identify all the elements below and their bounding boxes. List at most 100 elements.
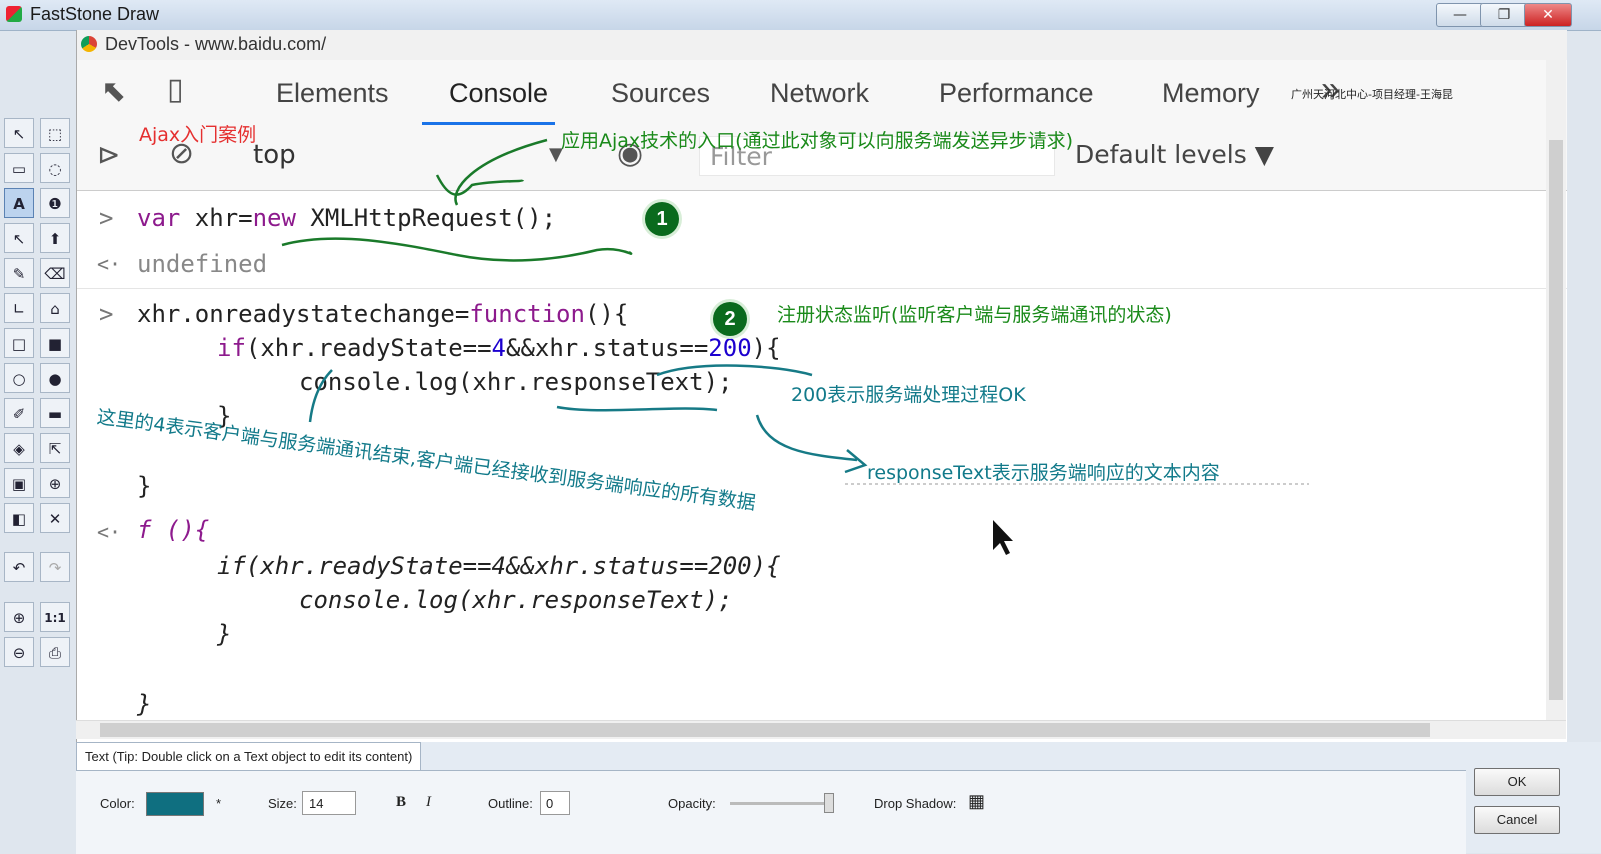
devtools-window-title: DevTools - www.baidu.com/ (105, 34, 327, 54)
device-toolbar-icon[interactable]: ▯ (167, 72, 184, 107)
filled-ellipse-icon[interactable]: ● (40, 363, 70, 393)
console-line-12: } (137, 690, 152, 718)
drop-shadow-label: Drop Shadow: (874, 796, 957, 811)
horizontal-scrollbar[interactable] (76, 720, 1566, 739)
annotation-xhr-entry[interactable]: 应用Ajax技术的入口(通过此对象可以向服务端发送异步请求) (561, 130, 1073, 152)
console-separator (77, 288, 1567, 289)
line-icon[interactable]: ∟ (4, 293, 34, 323)
console-filterbar: ⊳ ⊘ top ▼ ◉ Filter Default levels ▼ (77, 126, 1567, 191)
italic-button[interactable]: I (426, 794, 431, 810)
number-stamp-icon[interactable]: ❶ (40, 188, 70, 218)
delete-icon[interactable]: ✕ (40, 503, 70, 533)
thick-arrow-icon[interactable]: ⬆ (40, 223, 70, 253)
console-line-8: f (){ (137, 516, 210, 544)
callout-round-icon[interactable]: ◌ (40, 153, 70, 183)
active-tab-underline (422, 122, 555, 125)
close-button[interactable]: ✕ (1524, 3, 1572, 27)
console-line-3: xhr.onreadystatechange=function(){ (137, 300, 629, 328)
highlight-rect-icon[interactable]: ▬ (40, 398, 70, 428)
annotation-register-listener[interactable]: 注册状态监听(监听客户端与服务端通讯的状态) (777, 304, 1172, 326)
outline-input[interactable]: 0 (540, 791, 570, 815)
console-line-11: } (217, 620, 232, 648)
text-properties-area: Text (Tip: Double click on a Text object… (76, 742, 1601, 854)
image-insert-icon[interactable]: ▣ (4, 468, 34, 498)
select-arrow-icon[interactable]: ↖ (4, 118, 34, 148)
input-prompt-icon: > (99, 300, 114, 328)
text-tool-icon[interactable]: A (4, 188, 34, 218)
blur-icon[interactable]: ⊕ (40, 468, 70, 498)
opacity-slider[interactable] (730, 802, 834, 805)
minimize-button[interactable]: — (1436, 3, 1484, 27)
tab-memory[interactable]: Memory (1162, 78, 1260, 108)
highlighter-icon[interactable]: ✐ (4, 398, 34, 428)
annotation-status-200[interactable]: 200表示服务端处理过程OK (791, 384, 1026, 406)
color-more-button[interactable]: * (216, 796, 222, 811)
rectangle-icon[interactable]: □ (4, 328, 34, 358)
opacity-label: Opacity: (668, 796, 716, 811)
undo-icon[interactable]: ↶ (4, 552, 34, 582)
opacity-slider-handle[interactable] (824, 793, 834, 813)
zoom-in-icon[interactable]: ⊕ (4, 602, 34, 632)
font-size-select[interactable]: 14 (302, 791, 356, 815)
cancel-button[interactable]: Cancel (1474, 806, 1560, 834)
outline-label: Outline: (488, 796, 533, 811)
annotation-response-text[interactable]: responseText表示服务端响应的文本内容 (867, 462, 1220, 484)
annotation-title[interactable]: Ajax入门案例 (139, 124, 257, 146)
ellipse-icon[interactable]: ○ (4, 363, 34, 393)
h-scroll-thumb[interactable] (100, 723, 1430, 737)
console-line-7: } (137, 472, 152, 500)
arrow-line-icon[interactable]: ↖ (4, 223, 34, 253)
default-levels-dropdown[interactable]: Default levels ▼ (1075, 140, 1274, 169)
color-picker-icon[interactable]: ◧ (4, 503, 34, 533)
context-dropdown-icon[interactable]: ▼ (549, 144, 563, 165)
ok-button[interactable]: OK (1474, 768, 1560, 796)
tab-performance[interactable]: Performance (939, 78, 1094, 108)
input-prompt-icon: > (99, 204, 114, 232)
devtools-titlebar: DevTools - www.baidu.com/ (77, 30, 1567, 61)
color-label: Color: (100, 796, 135, 811)
filter-input[interactable]: Filter (699, 136, 1055, 176)
v-scroll-thumb[interactable] (1549, 140, 1563, 700)
callout-rect-icon[interactable]: ▭ (4, 153, 34, 183)
number-badge-2[interactable]: 2 (713, 302, 747, 336)
zoom-out-icon[interactable]: ⊖ (4, 637, 34, 667)
context-selector[interactable]: top (253, 140, 296, 170)
freehand-strokes (281, 138, 1309, 555)
console-line-9: if(xhr.readyState==4&&xhr.status==200){ (217, 552, 781, 580)
maximize-button[interactable]: ❐ (1480, 3, 1528, 27)
drop-shadow-grid-icon[interactable]: ▦ (968, 791, 986, 811)
tab-sources[interactable]: Sources (611, 78, 711, 108)
vertical-scrollbar[interactable] (1546, 60, 1566, 720)
number-badge-1[interactable]: 1 (645, 202, 679, 236)
output-prompt-icon: <· (97, 252, 122, 276)
bold-button[interactable]: B (396, 794, 407, 810)
eraser-icon[interactable]: ⌫ (40, 258, 70, 288)
show-sidebar-icon[interactable]: ⊳ (97, 138, 121, 171)
text-properties-tab[interactable]: Text (Tip: Double click on a Text object… (76, 742, 422, 771)
devtools-screenshot: DevTools - www.baidu.com/ ⬉ ▯ Elements C… (76, 30, 1567, 742)
text-properties-panel: Color: * Size: 14 B I Outline: 0 Opacity… (76, 770, 1466, 854)
tab-elements[interactable]: Elements (276, 78, 389, 108)
print-icon[interactable]: ⎙ (40, 637, 70, 667)
pencil-icon[interactable]: ✎ (4, 258, 34, 288)
filled-rectangle-icon[interactable]: ■ (40, 328, 70, 358)
eye-icon[interactable]: ◉ (617, 136, 644, 171)
tab-console[interactable]: Console (449, 78, 549, 108)
devtools-tabbar: ⬉ ▯ Elements Console Sources Network Per… (77, 60, 1567, 127)
console-line-10: console.log(xhr.responseText); (299, 586, 733, 614)
clear-console-icon[interactable]: ⊘ (169, 136, 195, 171)
more-tabs-icon[interactable]: » (1321, 70, 1340, 108)
drawing-toolbox: ↖ ⬚ ▭ ◌ A ❶ ↖ ⬆ ✎ ⌫ ∟ ⌂ □ ■ ○ ● ✐ ▬ ◈ ⇱ … (0, 112, 76, 672)
inspect-element-icon[interactable]: ⬉ (101, 74, 127, 109)
redo-icon[interactable]: ↷ (40, 552, 70, 582)
cursor-insert-icon[interactable]: ⇱ (40, 433, 70, 463)
tab-network[interactable]: Network (770, 78, 870, 108)
console-line-6: } (217, 402, 232, 430)
console-line-2: undefined (137, 250, 268, 278)
zoom-1to1-button[interactable]: 1:1 (40, 602, 70, 632)
rect-select-icon[interactable]: ⬚ (40, 118, 70, 148)
color-swatch[interactable] (146, 792, 204, 816)
polyline-icon[interactable]: ⌂ (40, 293, 70, 323)
fill-bucket-icon[interactable]: ◈ (4, 433, 34, 463)
console-line-4: if(xhr.readyState==4&&xhr.status==200){ (217, 334, 781, 362)
